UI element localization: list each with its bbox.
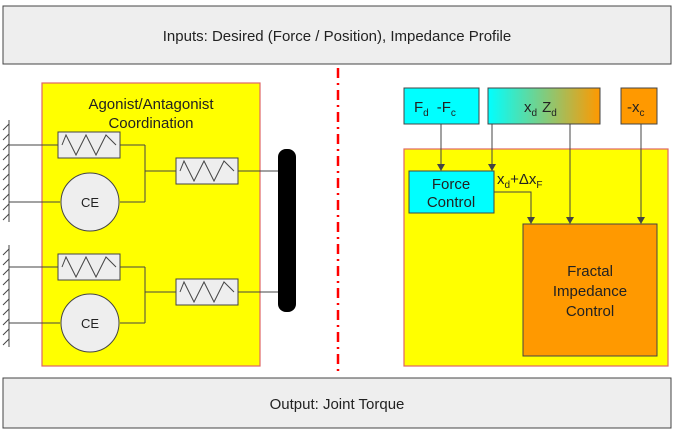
force-control-line1: Force <box>432 176 470 193</box>
svg-text:Fd-Fc: Fd-Fc <box>414 99 456 119</box>
fractal-impedance-block: Fractal Impedance Control <box>522 223 658 357</box>
fractal-line3: Control <box>566 303 614 320</box>
output-bar-label: Output: Joint Torque <box>270 396 405 413</box>
output-bar: Output: Joint Torque <box>2 377 672 429</box>
current-position-box: -xc <box>620 87 658 125</box>
fractal-line2: Impedance <box>553 283 627 300</box>
ce-top-label: CE <box>81 195 99 210</box>
arrow-force-control-to-fractal <box>494 191 535 224</box>
panel-title-line2: Coordination <box>108 115 193 132</box>
fractal-line1: Fractal <box>567 263 613 280</box>
svg-text:xd+ΔxF: xd+ΔxF <box>497 171 542 191</box>
ce-element-top: CE <box>60 172 120 232</box>
svg-text:-xc: -xc <box>627 99 645 119</box>
force-control-line2: Control <box>427 194 475 211</box>
ce-bottom-label: CE <box>81 316 99 331</box>
signal-arrows <box>437 124 645 224</box>
agonist-antagonist-panel: Agonist/Antagonist Coordination <box>2 82 280 367</box>
joint-link-bar <box>278 149 296 312</box>
panel-title-line1: Agonist/Antagonist <box>88 96 214 113</box>
ground-wall-top <box>2 120 10 222</box>
force-control-block: Force Control <box>408 170 495 214</box>
muscle-top <box>9 131 280 203</box>
muscle-bottom <box>9 253 280 324</box>
force-error-box: Fd-Fc <box>403 87 480 125</box>
force-output-label: xd+ΔxF <box>497 171 542 191</box>
ce-element-bottom: CE <box>60 293 120 353</box>
inputs-bar: Inputs: Desired (Force / Position), Impe… <box>2 5 672 65</box>
ground-wall-bottom <box>2 245 10 347</box>
inputs-bar-label: Inputs: Desired (Force / Position), Impe… <box>163 28 512 45</box>
